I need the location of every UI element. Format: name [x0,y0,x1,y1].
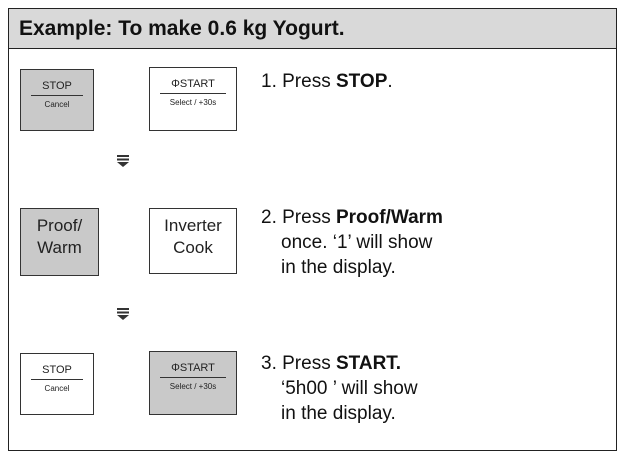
stop-cancel-button: STOP Cancel [20,353,94,415]
inverter-label: Inverter [164,216,222,235]
inverter-cook-button: Inverter Cook [149,208,237,274]
step-2-text: 2. Press Proof/Warm once. ‘1’ will show … [261,207,443,278]
example-title: Example: To make 0.6 kg Yogurt. [9,9,616,49]
warm-label: Warm [37,238,82,257]
step-3-line3: in the display. [281,403,396,424]
start-button: ΦSTART Select / +30s [149,351,237,415]
cancel-label: Cancel [44,384,70,393]
proof-label: Proof/ [36,216,83,235]
proof-warm-button: Proof/ Warm [20,208,99,276]
step-3-text: 3. Press START. ‘5h00 ’ will show in the… [261,353,418,424]
step-2-line3: in the display. [281,257,396,278]
start-button: ΦSTART Select / +30s [149,67,237,131]
cook-label: Cook [173,238,213,257]
start-label: ΦSTART [160,68,226,94]
cancel-label: Cancel [44,100,70,109]
start-label: ΦSTART [160,352,226,378]
select-label: Select / +30s [169,98,217,107]
stop-label: STOP [31,70,83,96]
instruction-box: Example: To make 0.6 kg Yogurt. STOP Can… [8,8,617,451]
select-label: Select / +30s [169,382,217,391]
stop-label: STOP [31,354,83,380]
step-3-line2: ‘5h00 ’ will show [281,378,418,399]
step-1-text: 1. Press STOP. [261,71,393,92]
down-arrow-icon [117,155,129,167]
stop-cancel-button: STOP Cancel [20,69,94,131]
down-arrow-icon [117,308,129,320]
step-2-line2: once. ‘1’ will show [281,232,433,253]
